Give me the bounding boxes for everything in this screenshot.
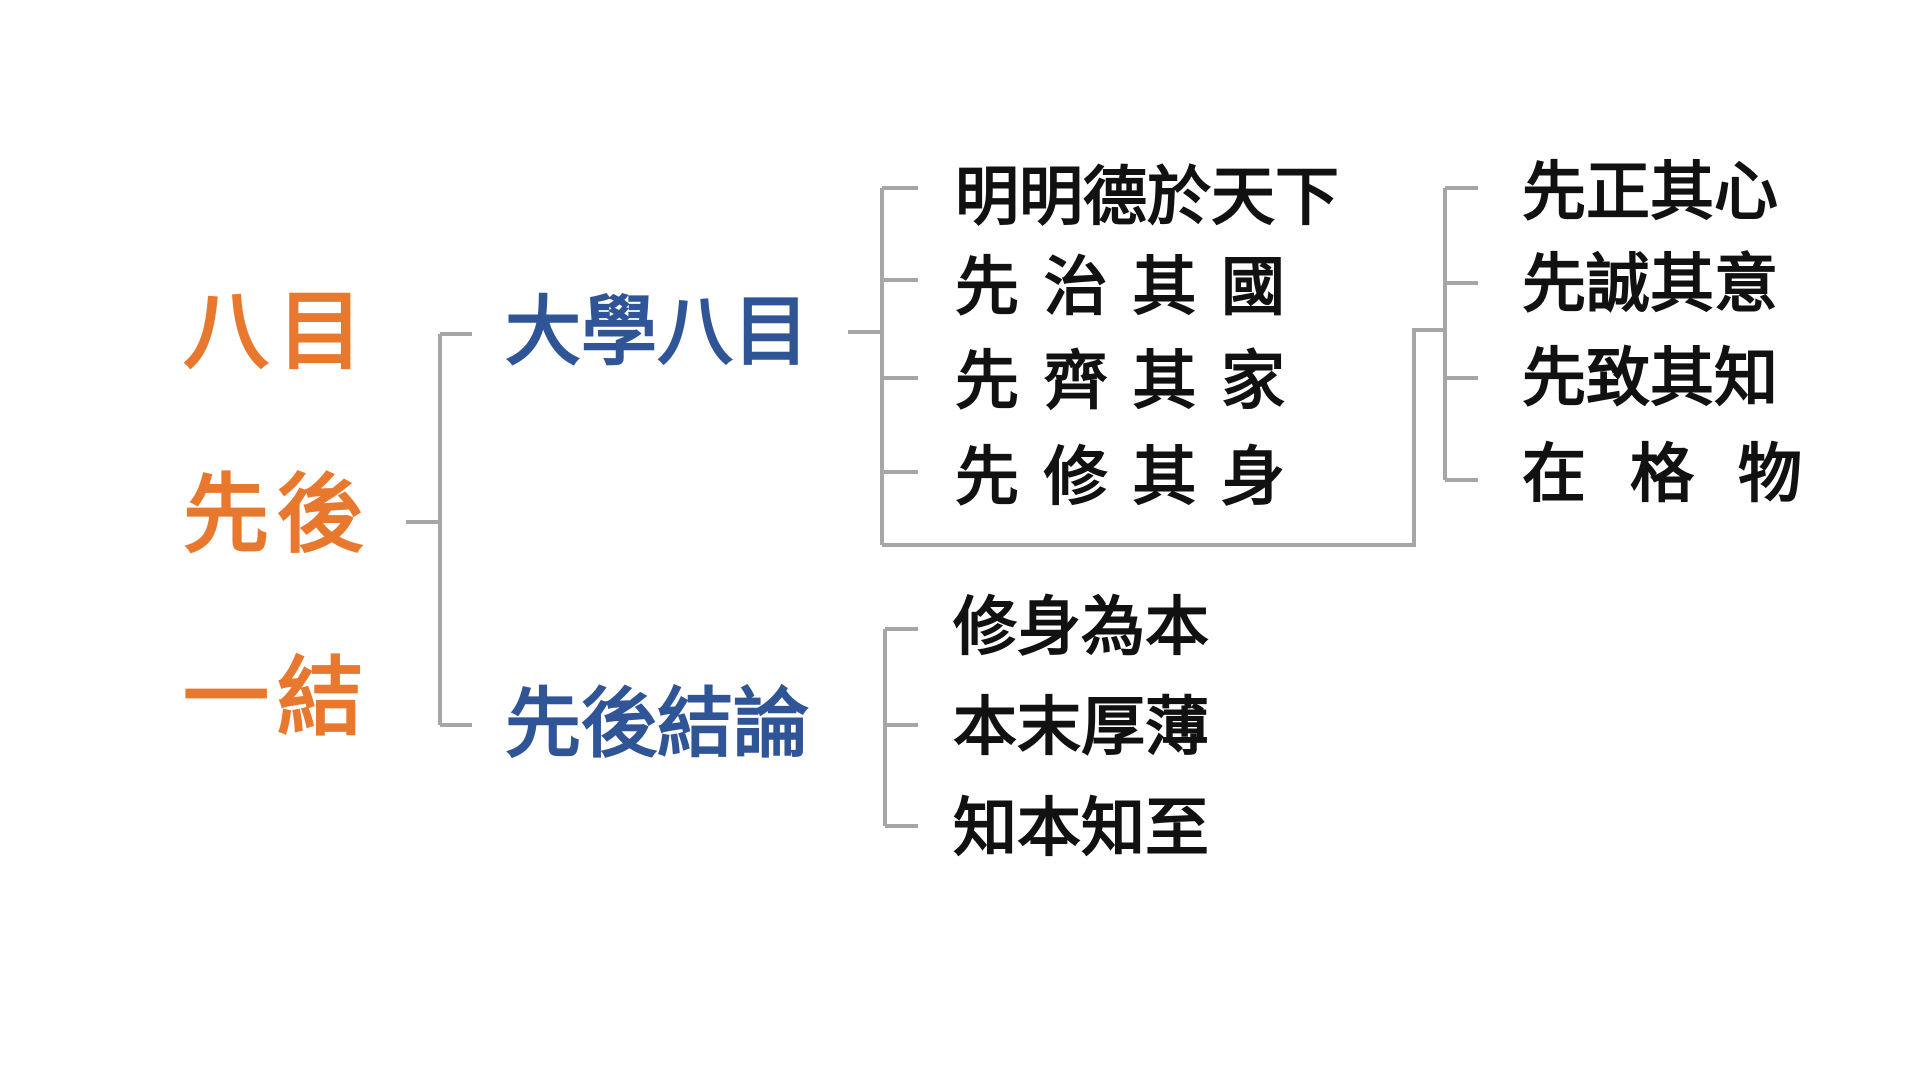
sub-item-1: 先正其心 — [1522, 155, 1778, 230]
char: 國 — [1220, 250, 1285, 325]
branch1-item-1: 明明德於天下 — [955, 160, 1339, 235]
sub-item-2: 先誠其意 — [1522, 247, 1778, 322]
char: 其 — [1132, 440, 1197, 515]
char: 修 — [1043, 440, 1108, 515]
branch-label-conclusion: 先後結論 — [505, 679, 809, 768]
root-bracket — [406, 332, 472, 727]
title-line-2: 先後 — [183, 464, 371, 565]
branch2-bracket — [883, 627, 918, 828]
branch2-item-3: 知本知至 — [953, 791, 1209, 866]
char: 先 — [955, 344, 1019, 419]
char: 其 — [1132, 344, 1197, 419]
char: 齊 — [1043, 344, 1108, 419]
branch1-item-2: 先治其國 — [955, 256, 1285, 320]
char: 其 — [1132, 250, 1197, 325]
char: 身 — [1220, 440, 1285, 515]
title-line-3: 一結 — [183, 647, 371, 748]
branch1-item-3: 先齊其家 — [955, 350, 1285, 414]
char: 先 — [955, 250, 1019, 325]
loop-bracket — [882, 328, 1445, 547]
char: 治 — [1043, 250, 1108, 325]
char: 家 — [1220, 344, 1285, 419]
char: 在 — [1522, 437, 1586, 512]
branch2-item-1: 修身為本 — [953, 590, 1209, 665]
branch-label-daxue: 大學八目 — [505, 287, 809, 376]
branch1-item-4: 先修其身 — [955, 446, 1285, 510]
title-line-1: 八目 — [183, 281, 371, 382]
sub-item-4: 在格物 — [1522, 443, 1802, 507]
char: 先 — [955, 440, 1019, 515]
branch2-item-2: 本末厚薄 — [953, 690, 1209, 765]
sub-item-3: 先致其知 — [1522, 341, 1778, 416]
char: 物 — [1738, 437, 1802, 512]
char: 格 — [1630, 437, 1694, 512]
subitems-bracket — [1443, 186, 1478, 482]
branch1-bracket — [848, 186, 918, 545]
